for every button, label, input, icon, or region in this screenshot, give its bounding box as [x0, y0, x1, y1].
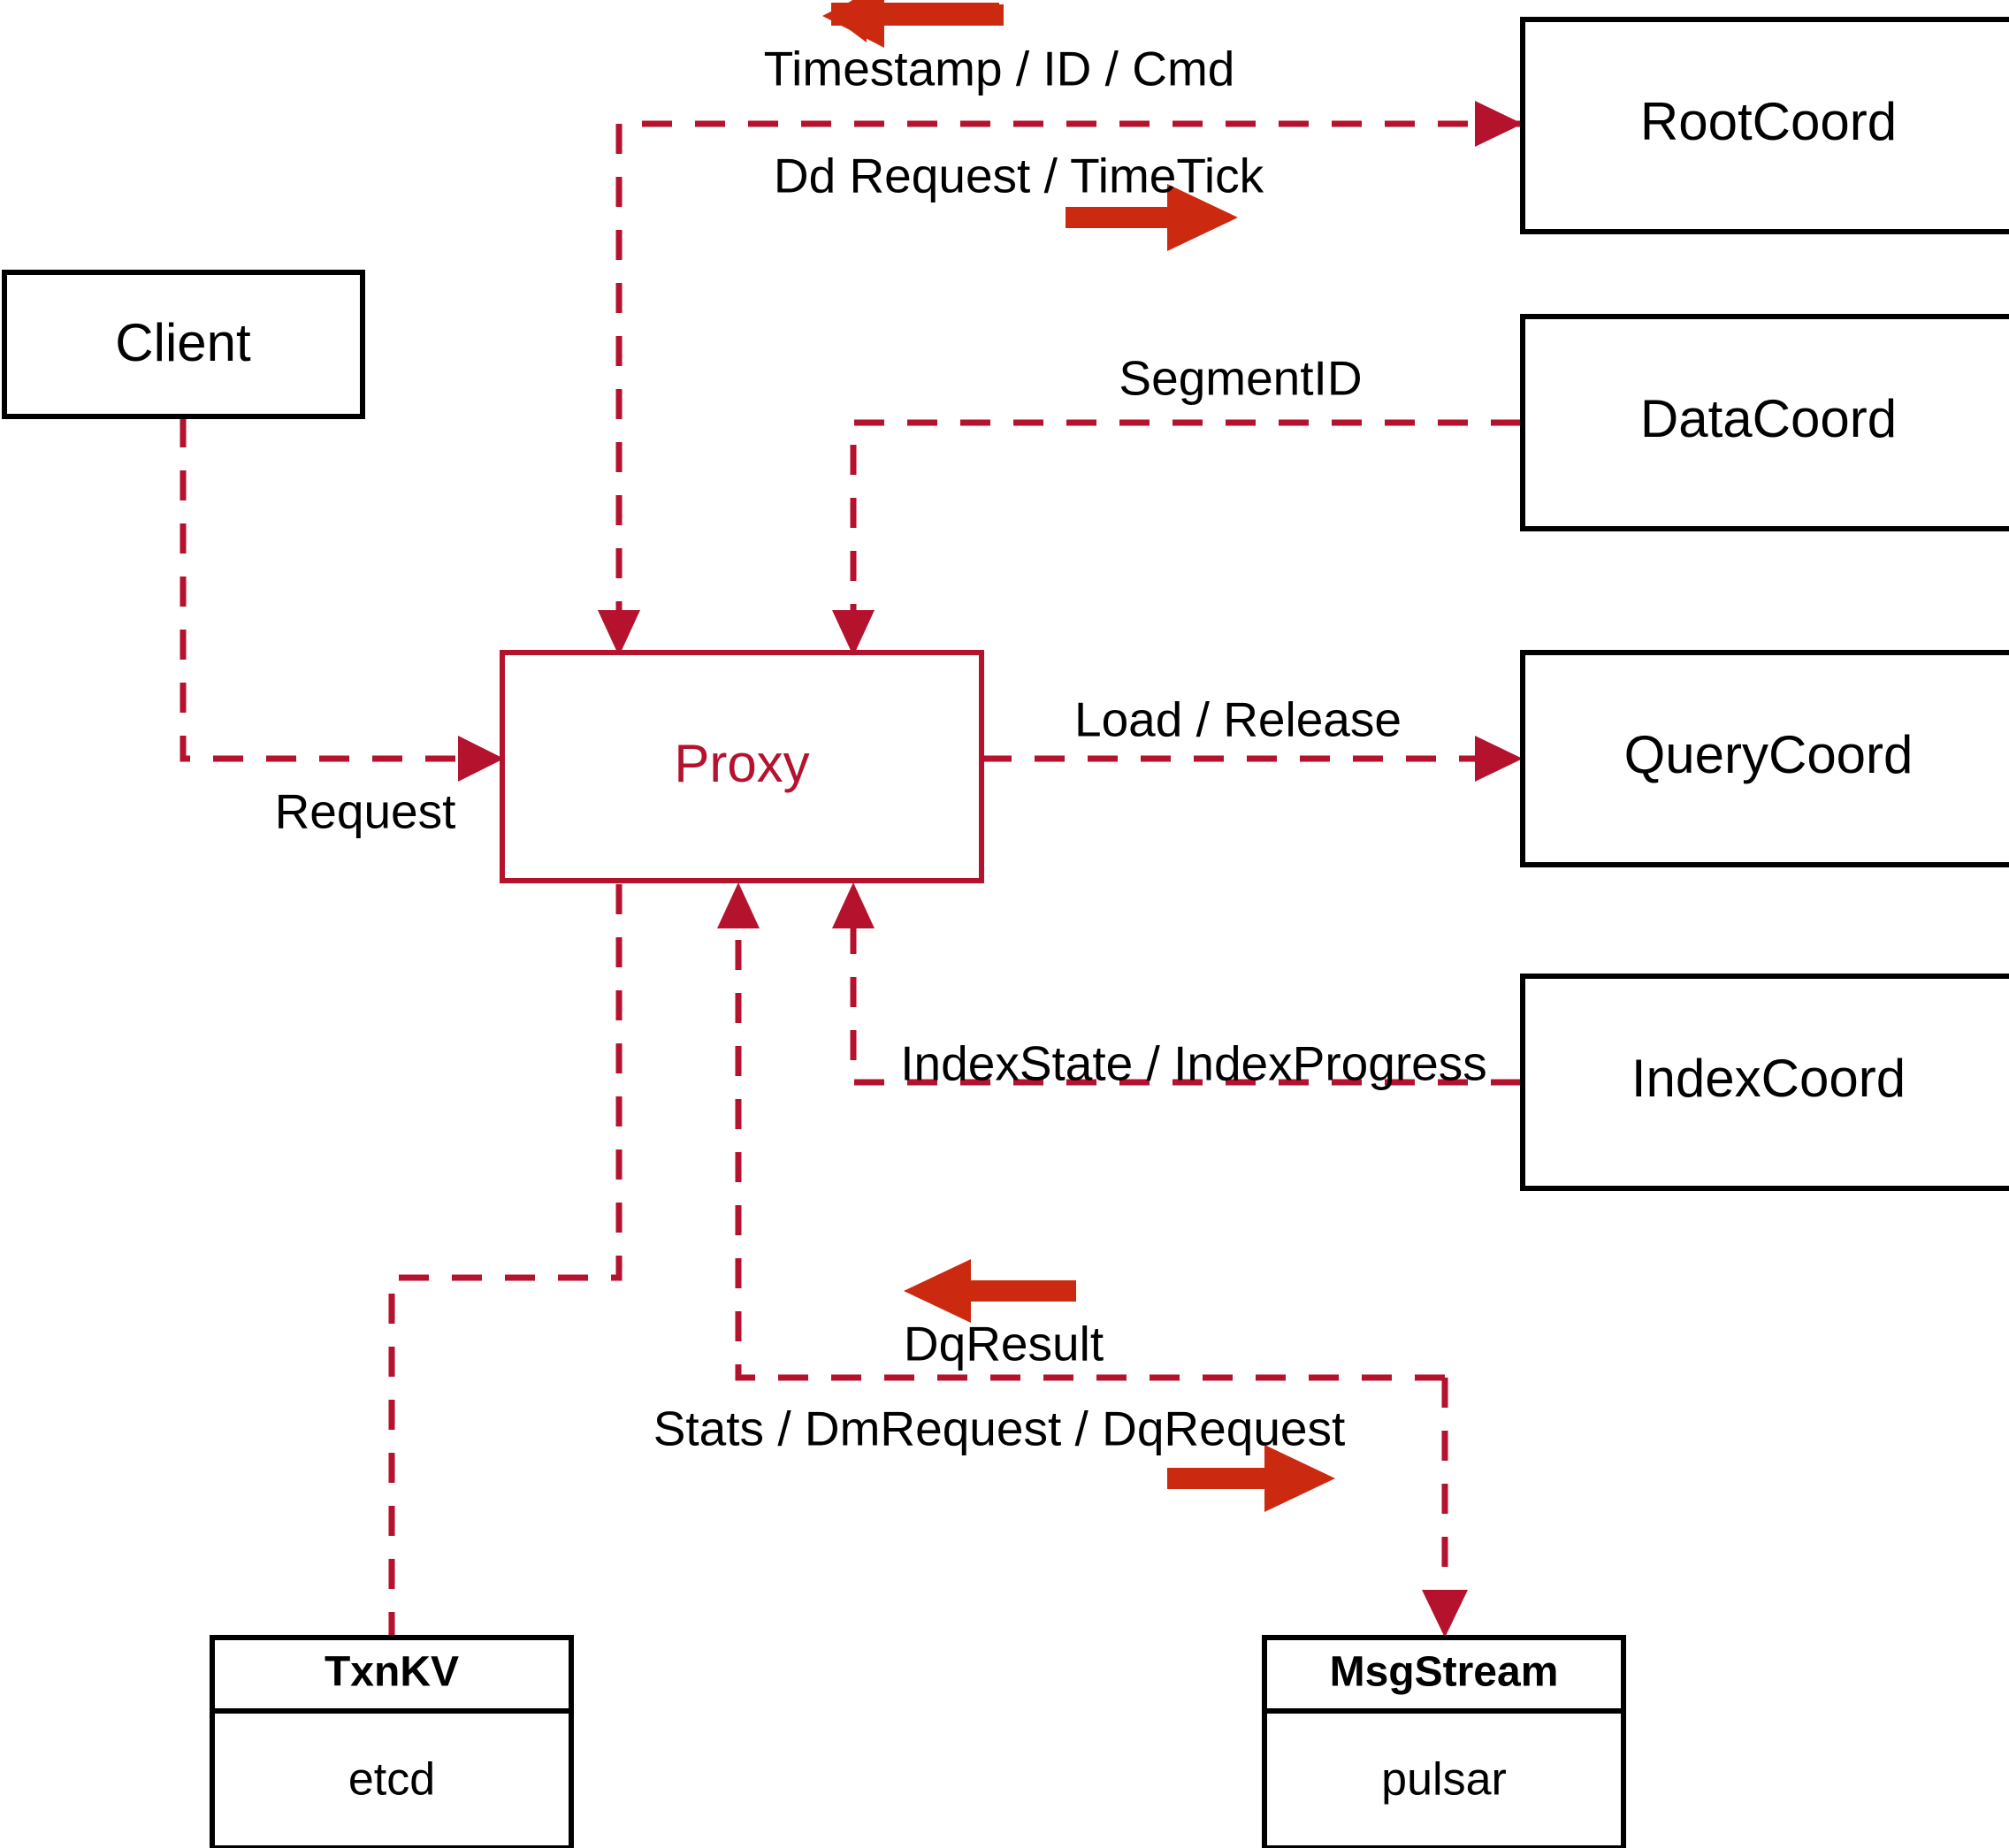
edge-label-dd-request-timetick: Dd Request / TimeTick	[774, 149, 1264, 203]
direction-arrow-left-dqresult	[904, 1259, 1076, 1323]
node-proxy[interactable]: Proxy	[500, 650, 984, 883]
edge-datacoord-to-proxy	[832, 419, 1521, 656]
edge-label-load-release: Load / Release	[1074, 692, 1402, 747]
direction-arrow-left-top	[822, 0, 1004, 48]
node-proxy-label: Proxy	[674, 734, 809, 793]
node-msgstream[interactable]: MsgStream pulsar	[1262, 1635, 1626, 1848]
node-indexcoord-label: IndexCoord	[1631, 1049, 1906, 1108]
edge-label-indexstate-indexprogress: IndexState / IndexProgress	[900, 1036, 1486, 1091]
node-datacoord[interactable]: DataCoord	[1520, 314, 2009, 531]
edge-proxy-to-txnkv	[388, 884, 623, 1638]
edge-proxy-to-root-head	[1475, 101, 1523, 147]
edge-label-request: Request	[275, 784, 456, 839]
node-txnkv[interactable]: TxnKV etcd	[210, 1635, 574, 1848]
edge-label-segmentid: SegmentID	[1119, 351, 1362, 406]
edge-proxy-to-msgstream	[1422, 1378, 1468, 1638]
node-rootcoord[interactable]: RootCoord	[1520, 17, 2009, 234]
node-indexcoord[interactable]: IndexCoord	[1520, 974, 2009, 1191]
node-txnkv-impl: etcd	[348, 1754, 435, 1806]
node-querycoord[interactable]: QueryCoord	[1520, 650, 2009, 867]
node-querycoord-label: QueryCoord	[1624, 725, 1914, 784]
edge-label-dqresult: DqResult	[904, 1317, 1104, 1371]
edge-label-stats-dmrequest-dqrequest: Stats / DmRequest / DqRequest	[653, 1401, 1346, 1456]
edge-root-to-proxy	[598, 120, 1521, 656]
edge-proxy-to-querycoord	[982, 736, 1523, 782]
node-client-label: Client	[115, 313, 251, 372]
edge-msgstream-to-proxy	[717, 882, 1445, 1381]
edge-client-to-proxy	[180, 417, 504, 782]
node-rootcoord-label: RootCoord	[1640, 92, 1897, 151]
edge-indexcoord-to-proxy	[832, 882, 1521, 1086]
node-datacoord-label: DataCoord	[1640, 389, 1897, 448]
direction-arrow-right-ddrequest	[1066, 184, 1238, 251]
node-msgstream-impl: pulsar	[1381, 1754, 1507, 1806]
edge-label-timestamp-id-cmd: Timestamp / ID / Cmd	[764, 42, 1235, 96]
node-txnkv-title: TxnKV	[325, 1649, 459, 1696]
direction-arrow-right-dqrequest	[1167, 1445, 1335, 1512]
node-msgstream-title: MsgStream	[1330, 1649, 1559, 1696]
node-client[interactable]: Client	[2, 270, 365, 419]
